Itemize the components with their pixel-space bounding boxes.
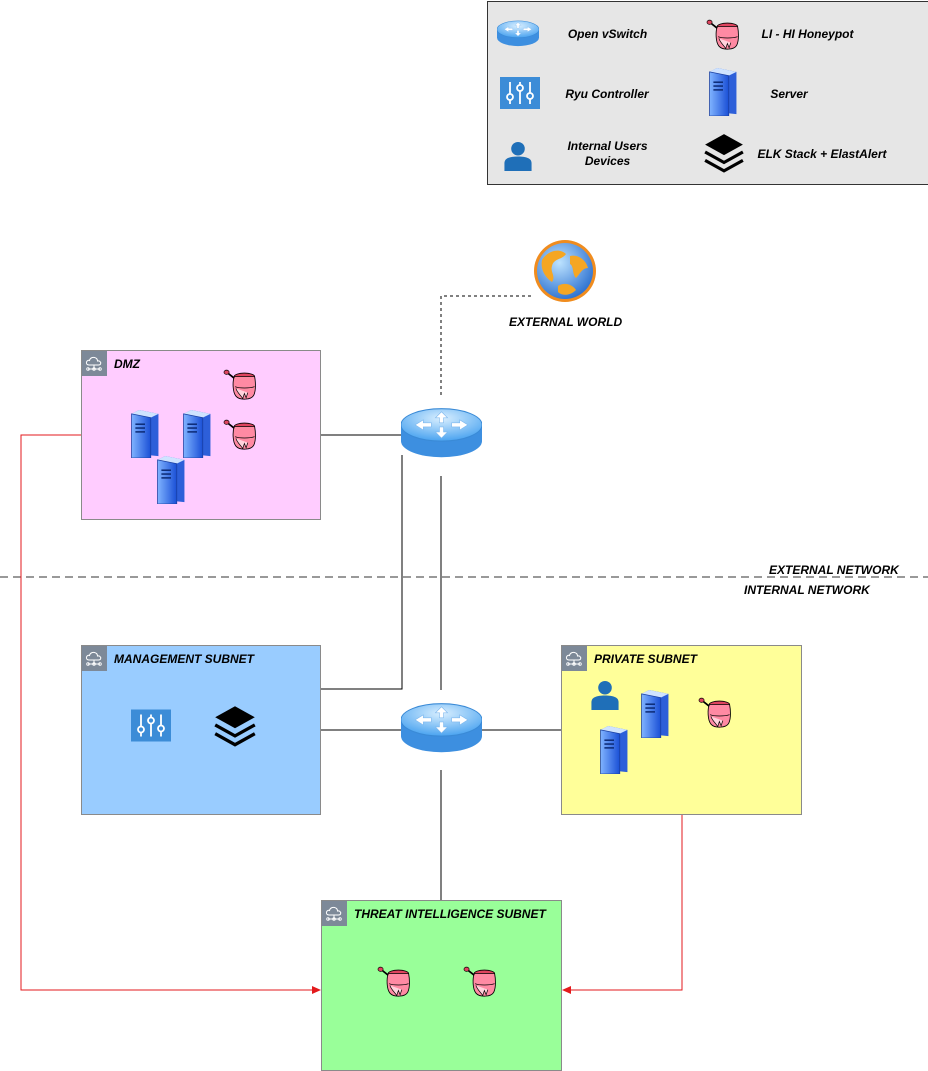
dmz-title: DMZ <box>114 357 140 371</box>
honeypot-icon <box>221 368 261 402</box>
layers-icon <box>213 704 257 748</box>
honeypot-icon <box>461 965 501 999</box>
legend-label-internal-users: Internal Users Devices <box>555 139 660 169</box>
external-network-label: EXTERNAL NETWORK <box>769 563 899 577</box>
dmz-subnet: DMZ <box>81 350 321 520</box>
legend-label-server: Server <box>770 87 808 101</box>
private-to-threat-flow <box>570 815 683 991</box>
honeypot-icon <box>375 965 415 999</box>
threat-title: THREAT INTELLIGENCE SUBNET <box>354 907 546 921</box>
legend-label-ryu-controller: Ryu Controller <box>565 87 649 101</box>
legend-label-open-vswitch: Open vSwitch <box>567 27 648 41</box>
server-icon <box>641 690 669 738</box>
cloud-network-icon <box>322 901 347 926</box>
internal-network-label: INTERNAL NETWORK <box>744 583 870 597</box>
external-world-label: EXTERNAL WORLD <box>509 315 623 329</box>
legend-label-internal-users-line1: Internal Users <box>567 139 648 153</box>
server-icon <box>131 410 159 458</box>
router-icon <box>401 703 482 755</box>
legend-label-elk-stack: ELK Stack + ElastAlert <box>757 147 887 161</box>
mgmt-top-switch-link <box>321 455 403 690</box>
legend-label-honeypot: LI - HI Honeypot <box>761 27 854 41</box>
management-subnet: MANAGEMENT SUBNET <box>81 645 321 815</box>
user-icon <box>591 679 619 710</box>
dmz-flow-arrowhead <box>312 986 321 994</box>
server-icon <box>183 410 211 458</box>
external-link <box>440 295 532 395</box>
honeypot-icon <box>221 418 261 452</box>
private-title: PRIVATE SUBNET <box>594 652 697 666</box>
legend-label-internal-users-line2: Devices <box>584 154 631 168</box>
globe-icon <box>534 240 596 302</box>
cloud-network-icon <box>82 351 107 376</box>
honeypot-icon <box>696 696 736 730</box>
router-icon <box>401 408 482 460</box>
dmz-to-threat-flow <box>20 434 313 991</box>
server-icon <box>157 456 185 504</box>
controller-icon <box>131 709 171 742</box>
management-title: MANAGEMENT SUBNET <box>114 652 254 666</box>
cloud-network-icon <box>82 646 107 671</box>
private-subnet: PRIVATE SUBNET <box>561 645 802 815</box>
server-icon <box>600 726 628 774</box>
cloud-network-icon <box>562 646 587 671</box>
private-flow-arrowhead <box>562 986 571 994</box>
threat-intelligence-subnet: THREAT INTELLIGENCE SUBNET <box>321 900 562 1071</box>
